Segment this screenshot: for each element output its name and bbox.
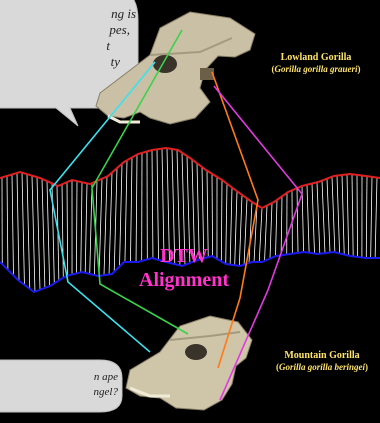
dtw-hatch-line	[357, 175, 358, 257]
dtw-hatch-line	[259, 208, 262, 262]
dtw-hatch-line	[109, 173, 112, 275]
dtw-hatch-line	[76, 181, 77, 273]
dtw-hatch-line	[337, 176, 340, 254]
dtw-hatch-line	[99, 179, 102, 276]
mountain-gorilla-skull	[126, 316, 252, 410]
dtw-hatch-line	[281, 196, 282, 255]
dtw-hatch-line	[375, 178, 377, 258]
dtw-hatch-line	[352, 174, 353, 256]
dtw-hatch-line	[276, 200, 277, 256]
dtw-hatch-line	[42, 179, 45, 288]
lowland-caption: Lowland Gorilla (Gorilla gorilla graueri…	[254, 52, 378, 75]
speech-bubble-top-text: ng is pes, t ty	[0, 6, 136, 70]
dtw-hatch-line	[297, 188, 298, 253]
bubble-bottom-line-1: n ape	[0, 370, 118, 385]
dtw-hatch-line	[27, 174, 30, 289]
dtw-hatch-line	[317, 182, 320, 254]
dtw-hatch-line	[125, 160, 127, 262]
dtw-hatch-line	[322, 181, 325, 254]
dtw-hatch-line	[12, 174, 13, 275]
dtw-hatch-line	[270, 203, 272, 259]
dtw-hatch-line	[307, 185, 309, 253]
dtw-hatch-line	[67, 182, 68, 275]
mountain-scientific-name: (Gorilla gorilla beringei)	[264, 362, 380, 373]
bubble-top-line-4: ty	[0, 54, 136, 70]
dtw-hatch-line	[332, 177, 335, 252]
dtw-hatch-line	[32, 176, 35, 292]
dtw-hatch-line	[90, 183, 92, 274]
lowland-common-name: Lowland Gorilla	[254, 52, 378, 64]
bubble-bottom-line-2: ngel?	[0, 385, 118, 400]
dtw-alignment-label: DTW Alignment	[128, 244, 240, 292]
lowland-scientific-name: (Gorilla gorilla graueri)	[254, 64, 378, 75]
bubble-top-line-3: t	[0, 38, 136, 54]
dtw-hatch-line	[366, 176, 367, 258]
dtw-hatch-line	[327, 179, 330, 253]
dtw-hatch-line	[120, 164, 122, 267]
dtw-hatch-line	[85, 183, 87, 272]
dtw-hatch-line	[47, 181, 50, 286]
mountain-caption: Mountain Gorilla (Gorilla gorilla bering…	[264, 350, 380, 373]
dtw-hatch-line	[342, 175, 344, 255]
dtw-hatch-line	[347, 174, 349, 255]
speech-bubble-bottom-text: n ape ngel?	[0, 370, 118, 400]
dtw-hatch-line	[244, 198, 247, 264]
bubble-top-line-2: pes,	[0, 22, 136, 38]
dtw-hatch-line	[17, 173, 19, 281]
dtw-hatch-line	[152, 150, 153, 258]
bubble-top-line-1: ng is	[0, 6, 136, 22]
dtw-hatch-line	[265, 206, 267, 261]
dtw-label-line-2: Alignment	[128, 268, 240, 292]
dtw-hatch-line	[312, 184, 315, 254]
dtw-hatch-line	[104, 176, 107, 275]
dtw-label-line-1: DTW	[128, 244, 240, 268]
dtw-hatch-line	[7, 176, 8, 270]
dtw-hatch-line	[62, 184, 63, 277]
dtw-hatch-line	[37, 177, 40, 290]
dtw-hatch-line	[81, 182, 82, 272]
mountain-common-name: Mountain Gorilla	[264, 350, 380, 362]
dtw-hatch-line	[22, 173, 24, 285]
dtw-hatch-line	[114, 168, 117, 272]
dtw-hatch-line	[302, 186, 304, 252]
dtw-hatch-line	[371, 177, 372, 258]
